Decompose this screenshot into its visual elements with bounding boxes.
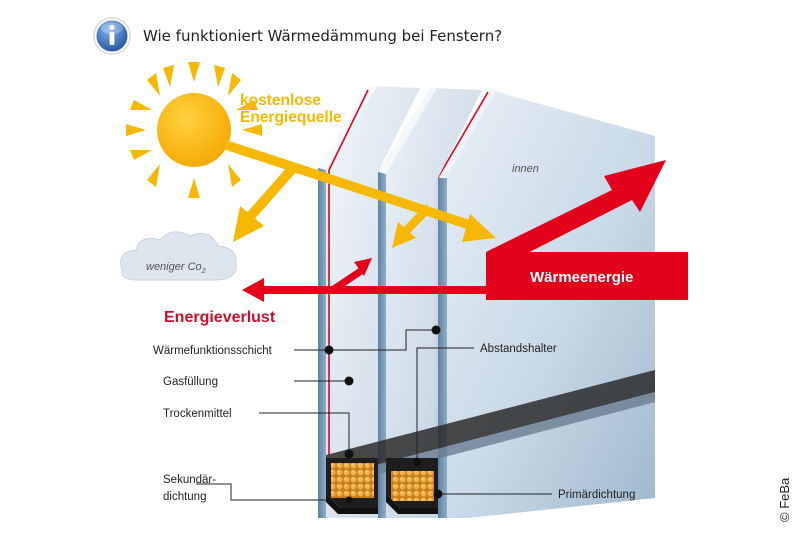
callout-dots [324,325,443,504]
reflection-arrow [245,165,296,222]
info-icon [93,17,131,55]
sun-label-line1: kostenlose [240,92,321,109]
heat-energy-bar [486,252,688,300]
callout-primary-seal: Primärdichtung [558,489,635,501]
energy-loss-label: Energieverlust [164,309,276,326]
callout-lines [196,329,552,501]
heat-energy-arrow [486,160,666,266]
glass-unit [318,86,655,518]
page-title: Wie funktioniert Wärmedämmung bei Fenste… [143,27,502,45]
outer-glass-pane [318,86,420,518]
energy-loss-arrow [262,286,486,294]
callout-desiccant: Trockenmittel [163,408,232,420]
middle-glass-pane [378,88,482,518]
cloud-icon [120,231,237,281]
spacer-inner [386,458,438,514]
spacer-outer [326,458,378,514]
callout-secondary-seal-2: dichtung [163,491,206,503]
heat-arrows [242,160,688,302]
inner-glass-pane [438,90,655,518]
heat-energy-label: Wärmeenergie [530,269,633,286]
desiccant-beads [331,463,374,498]
callout-gas-fill: Gasfüllung [163,376,218,388]
callout-thermal-layer: Wärmefunktionsschicht [153,345,273,357]
sun-label-line2: Energiequelle [240,109,342,126]
solar-rays [223,140,496,248]
copyright-notice: © FeBa [777,477,792,522]
cloud-text: weniger Co2 [146,261,207,275]
sun-icon [126,62,262,198]
inside-label: innen [512,163,539,175]
callout-spacer: Abstandshalter [480,343,557,355]
callout-secondary-seal-1: Sekundär- [163,474,216,486]
solar-beam [223,140,476,231]
